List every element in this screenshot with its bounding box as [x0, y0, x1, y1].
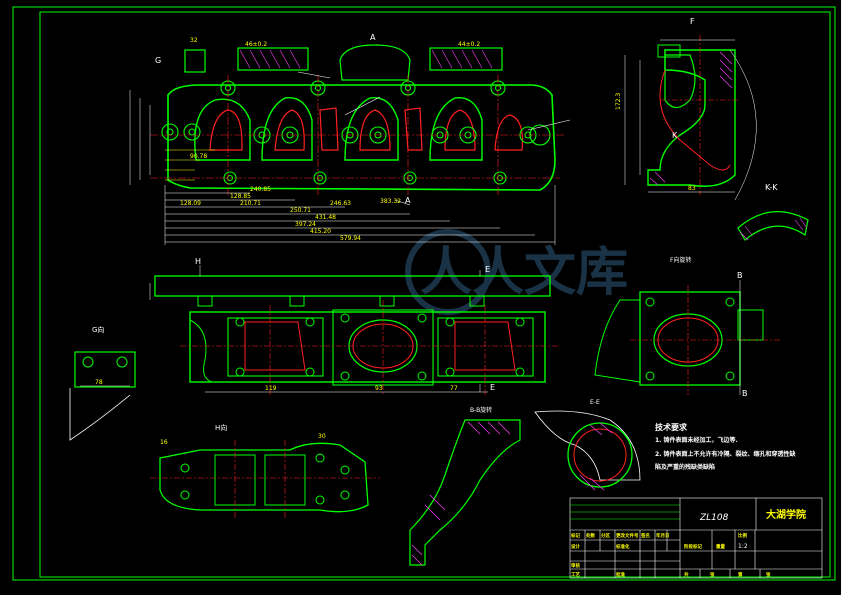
dim-text: 44±0.2 [458, 41, 480, 48]
dim-text: 246.63 [330, 200, 351, 207]
section-letter-b-bottom: B [742, 389, 748, 398]
dim-text: 415.20 [310, 228, 331, 235]
top-view [149, 265, 560, 395]
section-letter-f: F [690, 17, 695, 26]
tb-cell: 签名 [640, 532, 650, 539]
view-g-label: G向 [92, 325, 104, 334]
view-g [69, 351, 136, 441]
tb-cell: 审核 [571, 562, 580, 569]
dim-text: 119 [265, 385, 277, 392]
tb-cell: 重量 [716, 543, 725, 550]
dim-text: 93 [375, 385, 383, 392]
view-letter-g: G [155, 56, 161, 65]
dim-text: 32 [190, 37, 198, 44]
section-letter-h: H [195, 257, 201, 266]
dim-text: 240.85 [250, 186, 271, 193]
outer-frame [12, 6, 836, 581]
tb-cell: 分区 [601, 532, 610, 539]
tb-cell: 处数 [585, 532, 595, 539]
dim-text: 383.32 [380, 198, 401, 205]
tb-cell: 工艺 [571, 571, 580, 578]
section-letter-e-top: E [485, 265, 490, 274]
section-letter-e-bottom: E [490, 383, 495, 392]
watermark-text: 人人文库 [420, 243, 628, 303]
view-kk-label: K-K [765, 183, 778, 192]
section-ee [534, 410, 641, 491]
tb-cell: 张 [766, 571, 771, 578]
dim-text: 77 [450, 385, 458, 392]
tech-req-title: 技术要求 [655, 422, 688, 432]
tech-req-line1: 1. 铸件表面未经加工，飞边等. [655, 436, 738, 444]
school-name: 大湖学院 [766, 508, 806, 521]
dim-text: 30 [318, 433, 326, 440]
dim-text: 431.48 [315, 214, 336, 221]
dim-text: 250.71 [290, 207, 311, 214]
watermark: 人人文库 [405, 229, 628, 315]
inner-frame [39, 11, 831, 578]
tech-req-line3: 陷及严重的残缺类缺陷 [655, 463, 715, 471]
tb-cell: 共 [684, 571, 689, 578]
tb-cell: 标记 [570, 532, 580, 539]
dim-text: 83 [688, 185, 696, 192]
tb-cell: 更改文件号 [616, 532, 639, 539]
front-view [129, 44, 571, 245]
section-letter-a-top: A [370, 33, 376, 42]
section-letter-a-bottom: A [405, 196, 411, 205]
dim-text: 128.09 [180, 200, 201, 207]
tb-cell: 张 [710, 571, 715, 578]
view-f-rotated [594, 280, 780, 395]
dim-text: 128.85 [230, 193, 251, 200]
view-f-label: F向旋转 [670, 256, 691, 264]
tb-cell: 设计 [571, 543, 580, 550]
part-number: ZL108 [699, 513, 729, 523]
letter-k: K [672, 131, 678, 140]
dim-text: 90.78 [190, 153, 207, 160]
dim-text: 210.71 [240, 200, 261, 207]
tb-cell: 第 [738, 571, 743, 578]
dim-text: 16 [160, 439, 168, 446]
tb-cell: 阶段标记 [684, 543, 702, 550]
dim-text: 46±0.2 [245, 41, 267, 48]
tb-cell: 标准化 [615, 543, 630, 550]
view-h [150, 440, 380, 520]
tb-cell: 年月日 [656, 532, 670, 539]
section-kk [737, 211, 809, 241]
section-bb [409, 419, 521, 566]
dim-text: 397.24 [295, 221, 316, 228]
section-letter-b-top: B [737, 271, 743, 280]
dim-text: 579.94 [340, 235, 361, 242]
view-ee-label: E-E [590, 399, 600, 406]
title-block [569, 497, 823, 579]
view-h-label: H向 [215, 423, 227, 432]
tb-cell: 批准 [616, 571, 625, 578]
scale-value: 1:2 [738, 543, 748, 550]
side-view-f [624, 35, 757, 201]
tb-cell: 比例 [738, 532, 747, 539]
dim-text: 172.3 [615, 93, 622, 110]
dim-text: 78 [95, 379, 103, 386]
tech-req-line2: 2. 铸件表面上不允许有冷隔、裂纹、缩孔和穿透性缺 [655, 450, 797, 458]
view-bb-label: B-B旋转 [470, 406, 492, 414]
